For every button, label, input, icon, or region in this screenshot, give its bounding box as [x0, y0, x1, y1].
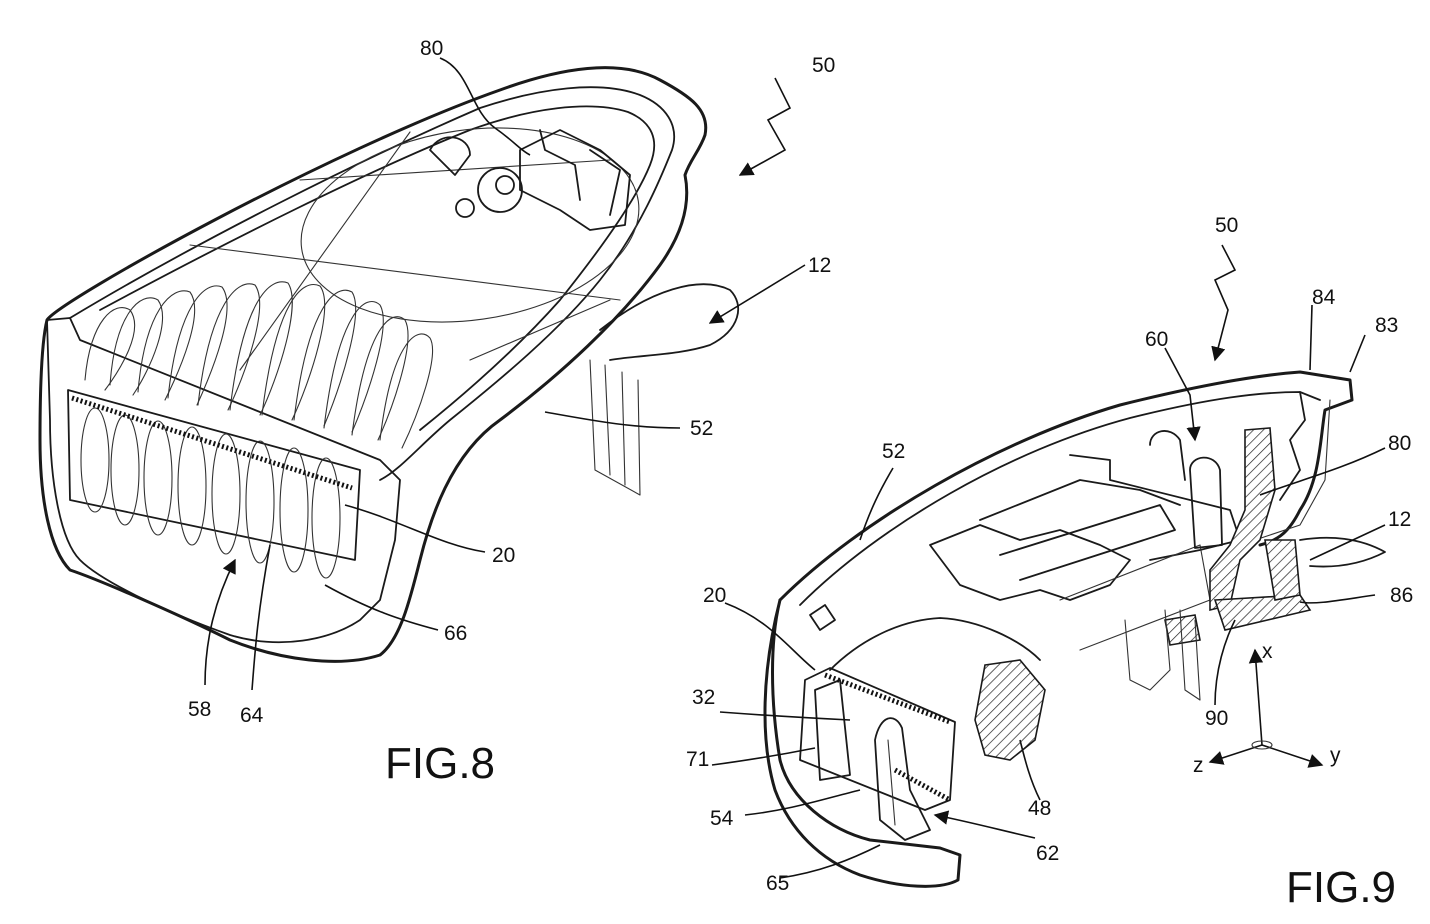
fig9-outer-shell	[778, 370, 1354, 602]
fig9-cutter-frame	[799, 667, 956, 811]
fig9-front-tooth	[874, 717, 931, 841]
fig9-drawing	[763, 370, 1386, 888]
figure-label-fig8: FIG.8	[385, 739, 495, 788]
fig8-teeth-bar	[71, 395, 353, 491]
fig9-section-86	[1213, 594, 1312, 631]
fig9-ref-83: 83	[1375, 314, 1398, 337]
fig9-ref-20: 20	[703, 584, 726, 607]
fig8-outer-shell	[38, 66, 708, 663]
fig9-flap	[1299, 536, 1386, 568]
fig9-ref-60: 60	[1145, 328, 1168, 351]
axis-label-y: y	[1330, 744, 1341, 767]
fig9-ref-65: 65	[766, 872, 789, 895]
fig8-ref-58: 58	[188, 698, 211, 721]
fig9-reference-numerals: 50 84 83 60 80 52 12 86 20 90 32 71 54 4…	[686, 214, 1413, 895]
fig8-comb-frame	[46, 317, 401, 644]
fig9-ref-90: 90	[1205, 707, 1228, 730]
fig9-ref-71: 71	[686, 748, 709, 771]
fig9-ref-48: 48	[1028, 797, 1051, 820]
fig8-drawing	[38, 66, 740, 663]
axis-label-z: z	[1193, 754, 1204, 777]
fig9-ref-12: 12	[1388, 508, 1411, 531]
fig9-ref-32: 32	[692, 686, 715, 709]
fig8-ref-64: 64	[240, 704, 264, 727]
fig8-reference-numerals: 80 50 12 52 20 66 58 64	[188, 37, 835, 727]
fig9-ref-62: 62	[1036, 842, 1059, 865]
fig9-section-80	[1209, 427, 1276, 612]
fig9-ref-86: 86	[1390, 584, 1413, 607]
axis-label-x: x	[1262, 640, 1273, 663]
fig9-ref-50: 50	[1215, 214, 1238, 237]
axis-triad: x y z	[1193, 640, 1341, 777]
fig8-inner-rim	[69, 86, 675, 481]
fig8-ref-20: 20	[492, 544, 515, 567]
fig8-ref-52: 52	[690, 417, 713, 440]
fig8-leaders	[204, 57, 806, 691]
fig9-ref-80: 80	[1388, 432, 1411, 455]
fig8-ref-50: 50	[812, 54, 835, 77]
figure-label-fig9: FIG.9	[1286, 863, 1396, 912]
fig8-ref-66: 66	[444, 622, 467, 645]
fig8-flap	[599, 283, 740, 361]
fig8-ref-12: 12	[808, 254, 831, 277]
fig9-ref-54: 54	[710, 807, 734, 830]
fig9-ref-84: 84	[1312, 286, 1336, 309]
fig9-ref-52: 52	[882, 440, 905, 463]
fig9-leaders	[711, 244, 1386, 879]
fig8-comb-loops	[84, 281, 434, 449]
fig8-ref-80: 80	[420, 37, 443, 60]
